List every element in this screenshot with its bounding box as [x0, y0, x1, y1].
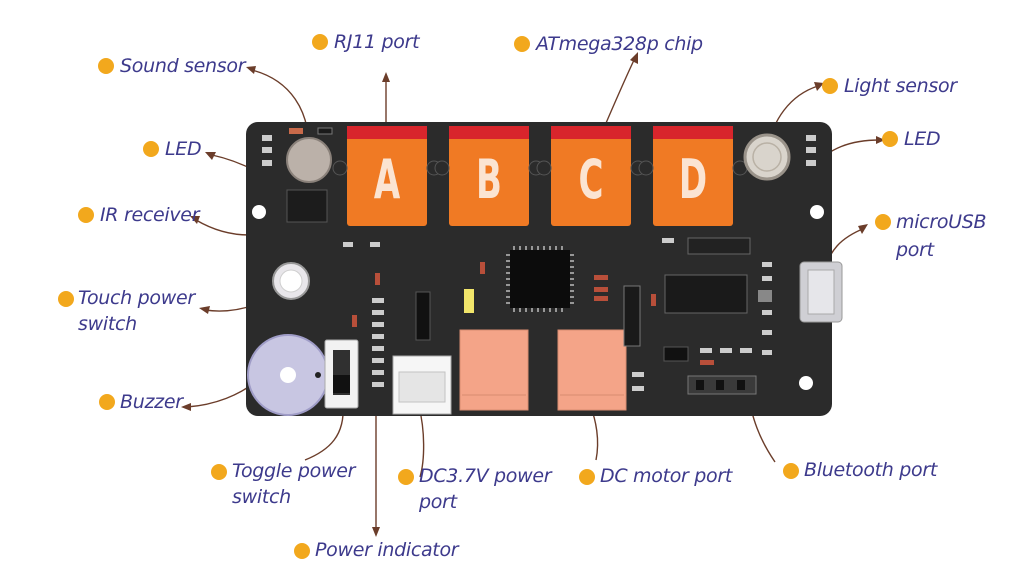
- ir-receiver-body: [286, 189, 328, 223]
- port-letter-b: B: [476, 148, 502, 211]
- atmega-chip: [510, 250, 570, 308]
- port-letter-c: C: [578, 148, 604, 211]
- label-bullet-toggle: [211, 464, 227, 480]
- label-bullet-rj11: [312, 34, 328, 50]
- label-dc37-line1: DC3.7V power: [419, 465, 552, 487]
- label-microusb-line2: port: [896, 239, 934, 261]
- label-dc-motor-port: DC motor port: [600, 465, 733, 487]
- leader-arrowheads: [181, 52, 885, 537]
- label-dc37-line2: port: [419, 491, 457, 513]
- label-touch-line2: switch: [78, 313, 137, 335]
- port-letter-a: A: [373, 148, 401, 211]
- light-sensor-disc: [743, 133, 791, 181]
- label-bullet-buzzer: [99, 394, 115, 410]
- label-sound-sensor: Sound sensor: [120, 55, 246, 77]
- label-bullet-touch: [58, 291, 74, 307]
- label-bullet-microusb: [875, 214, 891, 230]
- label-led-left: LED: [165, 138, 202, 160]
- label-microusb-line1: microUSB: [896, 211, 987, 233]
- label-touch-line1: Touch power: [78, 287, 195, 309]
- label-bullet-led-left: [143, 141, 159, 157]
- label-bullet-dc37: [398, 469, 414, 485]
- label-ir-receiver: IR receiver: [100, 204, 200, 226]
- mounting-holes: [252, 205, 824, 390]
- label-bullet-bluetooth: [783, 463, 799, 479]
- label-rj11-port: RJ11 port: [334, 31, 420, 53]
- label-bullet-ir: [78, 207, 94, 223]
- rj11-port-group: [332, 126, 748, 226]
- label-atmega-chip: ATmega328p chip: [536, 33, 703, 55]
- label-toggle-line1: Toggle power: [232, 460, 356, 482]
- label-buzzer: Buzzer: [120, 391, 183, 413]
- label-bullet-sound-sensor: [98, 58, 114, 74]
- label-led-right: LED: [904, 128, 941, 150]
- label-toggle-line2: switch: [232, 486, 291, 508]
- driver-ic: [664, 274, 748, 314]
- label-power-indicator: Power indicator: [315, 539, 459, 561]
- sound-sensor-mic: [286, 137, 332, 183]
- label-bullet-dc-motor: [579, 469, 595, 485]
- label-bluetooth-port: Bluetooth port: [804, 459, 938, 481]
- label-bullet-power-indicator: [294, 543, 310, 559]
- label-light-sensor: Light sensor: [844, 75, 957, 97]
- dc-motor-port-1: [459, 329, 529, 411]
- label-bullet-light-sensor: [822, 78, 838, 94]
- label-bullet-atmega: [514, 36, 530, 52]
- dc-motor-port-2: [557, 329, 627, 411]
- label-bullet-led-right: [882, 131, 898, 147]
- port-letter-d: D: [678, 148, 708, 211]
